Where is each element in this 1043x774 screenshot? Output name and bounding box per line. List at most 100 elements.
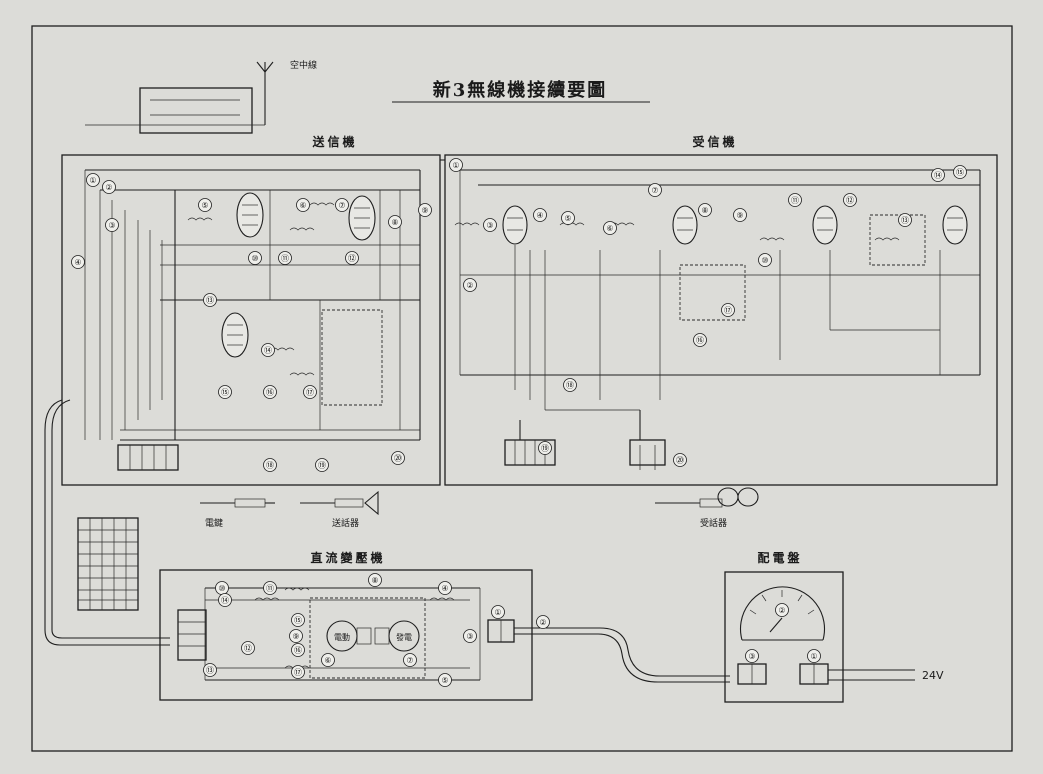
markers-tx-label-3: ③ [108, 221, 115, 230]
receiver-tube-4 [942, 205, 968, 245]
motor-label: 電動 [334, 633, 350, 642]
legend-grid [77, 517, 139, 611]
markers-rx-circle-8 [698, 203, 712, 217]
markers-dc-label-10: ⑩ [218, 584, 225, 593]
markers-rx-label-17: ⑰ [724, 306, 732, 315]
markers-sw-label-2: ② [778, 606, 785, 615]
markers-tx-circle-18 [263, 458, 277, 472]
markers-tx-label-6: ⑥ [299, 201, 306, 210]
dc-terminal-block [177, 609, 207, 661]
markers-dc-circle-8 [368, 573, 382, 587]
markers-tx-circle-15 [218, 385, 232, 399]
markers-tx-label-7: ⑦ [338, 201, 345, 210]
markers-tx-label-1: ① [89, 176, 96, 185]
markers-rx-label-9: ⑨ [736, 211, 743, 220]
markers-tx-label-20: ⑳ [394, 454, 402, 463]
receiver-tube-2 [672, 205, 698, 245]
microphone-icon [300, 490, 379, 516]
markers-rx-label-6: ⑥ [606, 224, 613, 233]
markers-dc-circle-9 [289, 629, 303, 643]
markers-tx-circle-13 [203, 293, 217, 307]
markers-sw-circle-1 [807, 649, 821, 663]
markers-dc-circle-2 [536, 615, 550, 629]
transmitter-wiring [84, 169, 421, 441]
markers-dc-circle-6 [321, 653, 335, 667]
markers-dc-circle-17 [291, 665, 305, 679]
markers-dc-label-15: ⑮ [294, 616, 302, 625]
key-label: 電鍵 [205, 517, 223, 529]
markers-dc-label-16: ⑯ [294, 646, 302, 655]
markers-dc-label-14: ⑭ [221, 596, 229, 605]
markers-rx-circle-6 [603, 221, 617, 235]
markers-dc-circle-15 [291, 613, 305, 627]
markers-rx-label-10: ⑩ [761, 256, 768, 265]
markers-rx-label-7: ⑦ [651, 186, 658, 195]
motor-icon [326, 620, 372, 652]
headphones-icon [655, 487, 759, 508]
diagram-title: 新3無線機接續要圖 [433, 79, 608, 101]
markers-rx-label-12: ⑫ [846, 196, 854, 205]
markers-tx-circle-5 [198, 198, 212, 212]
markers-rx-circle-9 [733, 208, 747, 222]
power-cable-2 [514, 633, 730, 683]
markers-tx-label-19: ⑲ [318, 461, 326, 470]
markers-dc-label-12: ⑫ [244, 644, 252, 653]
markers-rx-circle-19 [538, 441, 552, 455]
markers-tx-circle-11 [278, 251, 292, 265]
markers-tx-label-17: ⑰ [306, 388, 314, 397]
power-cable [514, 627, 730, 677]
markers-rx-circle-17 [721, 303, 735, 317]
markers-rx-circle-16 [693, 333, 707, 347]
markers-dc-circle-7 [403, 653, 417, 667]
markers-rx-circle-1 [449, 158, 463, 172]
markers-tx-label-16: ⑯ [266, 388, 274, 397]
transmitter-tube-1 [236, 192, 264, 238]
headphones-label: 受話器 [700, 517, 727, 529]
markers-dc-label-5: ⑤ [441, 676, 448, 685]
markers-dc-label-6: ⑥ [324, 656, 331, 665]
markers-rx-label-20: ⑳ [676, 456, 684, 465]
markers-tx-label-10: ⑩ [251, 254, 258, 263]
microphone-label: 送話器 [332, 517, 359, 529]
markers-rx-circle-12 [843, 193, 857, 207]
markers-rx-circle-15 [953, 165, 967, 179]
antenna-icon [256, 61, 274, 125]
antenna-label: 空中線 [290, 59, 317, 71]
markers-rx-label-18: ⑱ [566, 381, 574, 390]
dc-converter-unit [159, 569, 533, 701]
markers-sw-label-3: ③ [748, 652, 755, 661]
switchboard-connector-right [799, 663, 829, 685]
markers-tx-circle-1 [86, 173, 100, 187]
switchboard-unit [724, 571, 844, 703]
markers-dc-circle-11 [263, 581, 277, 595]
markers-tx-label-5: ⑤ [201, 201, 208, 210]
outer-frame [31, 25, 1013, 752]
markers-tx-label-14: ⑭ [264, 346, 272, 355]
markers-rx-label-15: ⑮ [956, 168, 964, 177]
markers-tx-circle-4 [71, 255, 85, 269]
receiver-unit [444, 154, 998, 486]
markers-tx-label-4: ④ [74, 258, 81, 267]
markers-tx-circle-9 [418, 203, 432, 217]
markers-dc-label-9: ⑨ [292, 632, 299, 641]
markers-rx-circle-14 [931, 168, 945, 182]
markers-sw-circle-3 [745, 649, 759, 663]
markers-rx-label-16: ⑯ [696, 336, 704, 345]
markers-tx-circle-6 [296, 198, 310, 212]
markers-dc-circle-1 [491, 605, 505, 619]
markers-dc-label-4: ④ [441, 584, 448, 593]
generator-label: 發電 [396, 633, 412, 642]
markers-tx-circle-16 [263, 385, 277, 399]
receiver-tube-3 [812, 205, 838, 245]
markers-rx-circle-7 [648, 183, 662, 197]
markers-rx-circle-11 [788, 193, 802, 207]
main-cable [44, 399, 170, 646]
markers-dc-label-8: ⑧ [371, 576, 378, 585]
transmitter-tube-3 [221, 312, 249, 358]
markers-rx-label-4: ④ [536, 211, 543, 220]
markers-dc-label-3: ③ [466, 632, 473, 641]
